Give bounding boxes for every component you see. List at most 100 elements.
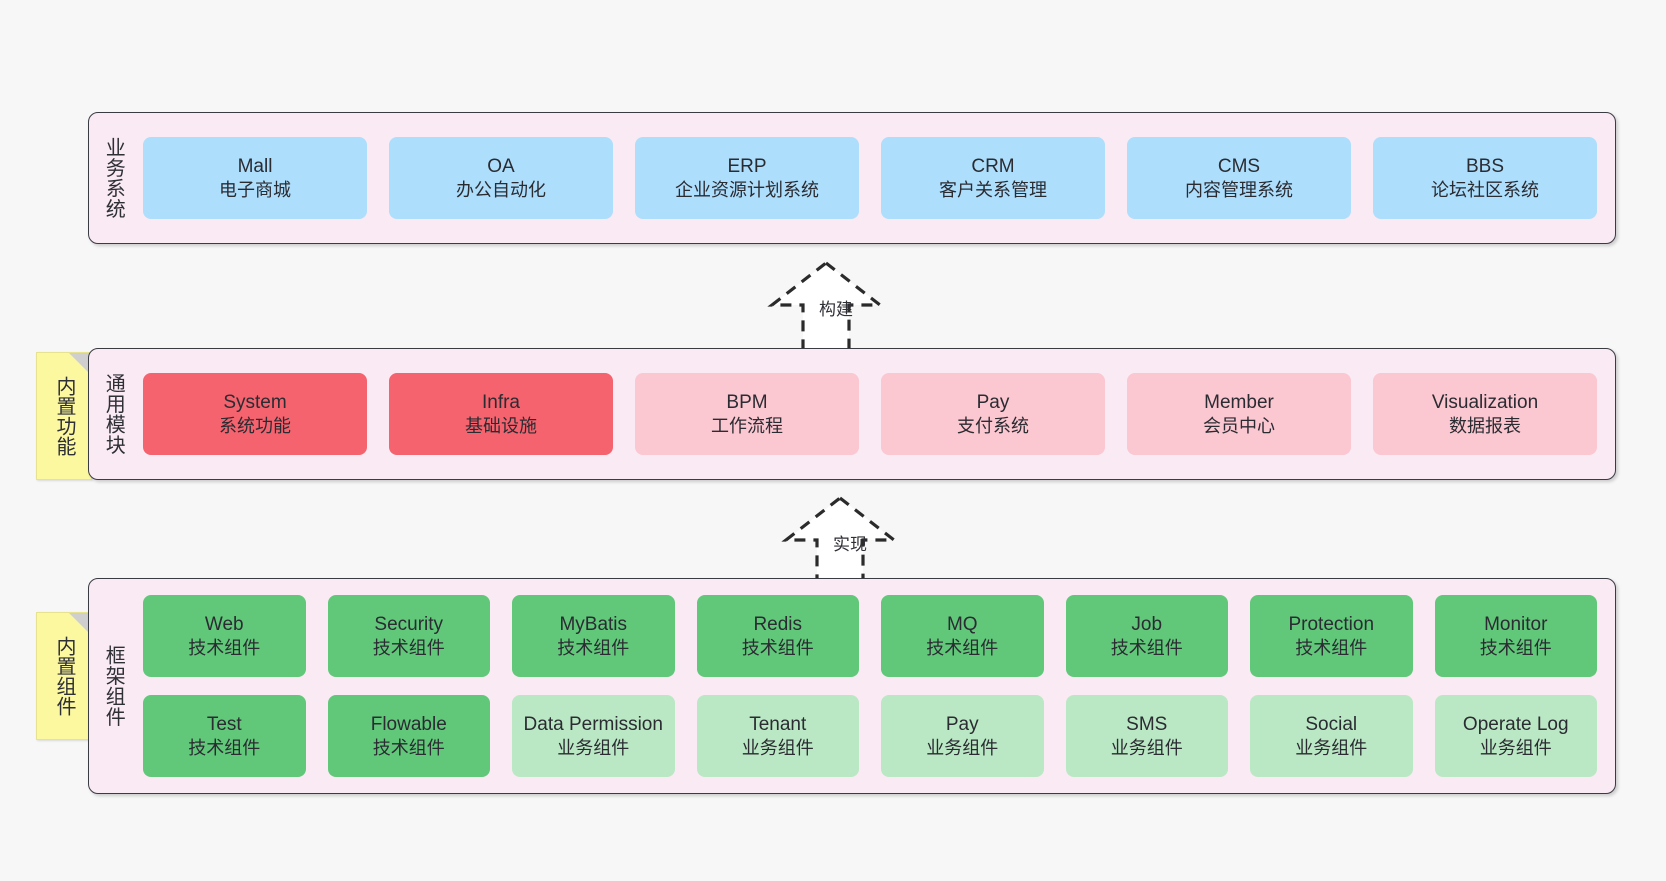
module-box-infra[interactable]: Infra 基础设施	[389, 373, 613, 455]
module-box-web[interactable]: Web 技术组件	[143, 595, 306, 677]
module-box-bpm[interactable]: BPM 工作流程	[635, 373, 859, 455]
section-body-business-systems: Mall 电子商城 OA 办公自动化 ERP 企业资源计划系统 CRM 客户关系…	[137, 113, 1615, 243]
module-box-monitor[interactable]: Monitor 技术组件	[1434, 595, 1597, 677]
module-subtitle: 业务组件	[1479, 737, 1552, 758]
module-subtitle: 业务组件	[1110, 737, 1183, 758]
module-row: Test 技术组件 Flowable 技术组件 Data Permission …	[143, 695, 1597, 777]
module-box-test[interactable]: Test 技术组件	[143, 695, 306, 777]
module-title: Operate Log	[1462, 714, 1569, 736]
module-title: System	[223, 392, 287, 414]
section-body-common-modules: System 系统功能 Infra 基础设施 BPM 工作流程 Pay 支付系统…	[137, 349, 1615, 479]
module-title: Social	[1305, 714, 1358, 736]
module-title: Tenant	[749, 714, 807, 736]
module-title: MQ	[946, 614, 978, 636]
module-title: SMS	[1126, 714, 1168, 736]
module-title: BBS	[1465, 156, 1505, 178]
sticky-note-builtin-components: 内置组件	[36, 612, 92, 740]
module-subtitle: 技术组件	[1110, 637, 1183, 658]
section-label-framework-components: 框架组件	[102, 645, 125, 727]
module-title: Test	[206, 714, 242, 736]
module-subtitle: 技术组件	[741, 637, 814, 658]
module-subtitle: 支付系统	[957, 415, 1029, 436]
module-title: Pay	[976, 392, 1010, 414]
section-common-modules: 通用模块 System 系统功能 Infra 基础设施 BPM 工作流程 Pay…	[88, 348, 1616, 480]
module-subtitle: 工作流程	[711, 415, 783, 436]
module-box-operate-log[interactable]: Operate Log 业务组件	[1434, 695, 1597, 777]
module-box-security[interactable]: Security 技术组件	[327, 595, 490, 677]
module-box-visualization[interactable]: Visualization 数据报表	[1373, 373, 1597, 455]
module-subtitle: 客户关系管理	[939, 179, 1047, 200]
module-title: Visualization	[1431, 392, 1539, 414]
module-box-mall[interactable]: Mall 电子商城	[143, 137, 367, 219]
module-box-mybatis[interactable]: MyBatis 技术组件	[512, 595, 675, 677]
folded-corner-icon	[69, 353, 91, 375]
module-box-data-permission[interactable]: Data Permission 业务组件	[512, 695, 675, 777]
connector-implement: 实现	[760, 490, 940, 590]
module-row: Web 技术组件 Security 技术组件 MyBatis 技术组件 Redi…	[143, 595, 1597, 677]
module-subtitle: 技术组件	[1479, 637, 1552, 658]
module-subtitle: 电子商城	[219, 179, 291, 200]
module-title: ERP	[727, 156, 767, 178]
module-subtitle: 基础设施	[465, 415, 537, 436]
module-box-pay-component[interactable]: Pay 业务组件	[881, 695, 1044, 777]
module-subtitle: 论坛社区系统	[1431, 179, 1539, 200]
module-box-crm[interactable]: CRM 客户关系管理	[881, 137, 1105, 219]
dashed-generalization-arrow-icon	[767, 260, 885, 352]
module-box-erp[interactable]: ERP 企业资源计划系统	[635, 137, 859, 219]
module-box-member[interactable]: Member 会员中心	[1127, 373, 1351, 455]
module-row: System 系统功能 Infra 基础设施 BPM 工作流程 Pay 支付系统…	[143, 373, 1597, 455]
module-subtitle: 业务组件	[926, 737, 999, 758]
section-label-business-systems: 业务系统	[102, 137, 125, 219]
module-box-flowable[interactable]: Flowable 技术组件	[327, 695, 490, 777]
module-subtitle: 技术组件	[557, 637, 630, 658]
module-subtitle: 办公自动化	[456, 179, 546, 200]
module-subtitle: 技术组件	[926, 637, 999, 658]
module-box-bbs[interactable]: BBS 论坛社区系统	[1373, 137, 1597, 219]
sticky-note-builtin-features: 内置功能	[36, 352, 92, 480]
module-box-system[interactable]: System 系统功能	[143, 373, 367, 455]
module-title: Flowable	[370, 714, 447, 736]
sticky-note-label: 内置功能	[53, 376, 75, 456]
module-box-job[interactable]: Job 技术组件	[1065, 595, 1228, 677]
sticky-note-label: 内置组件	[53, 636, 75, 716]
module-box-pay[interactable]: Pay 支付系统	[881, 373, 1105, 455]
section-framework-components: 框架组件 Web 技术组件 Security 技术组件 MyBatis 技术组件…	[88, 578, 1616, 794]
module-box-redis[interactable]: Redis 技术组件	[696, 595, 859, 677]
module-title: MyBatis	[559, 614, 628, 636]
section-business-systems: 业务系统 Mall 电子商城 OA 办公自动化 ERP 企业资源计划系统 CRM…	[88, 112, 1616, 244]
module-title: Data Permission	[523, 714, 663, 736]
module-box-tenant[interactable]: Tenant 业务组件	[696, 695, 859, 777]
module-subtitle: 技术组件	[188, 637, 261, 658]
module-box-protection[interactable]: Protection 技术组件	[1250, 595, 1413, 677]
module-title: Mall	[237, 156, 273, 178]
module-title: Protection	[1288, 614, 1375, 636]
module-subtitle: 技术组件	[188, 737, 261, 758]
module-title: Web	[204, 614, 244, 636]
module-box-sms[interactable]: SMS 业务组件	[1065, 695, 1228, 777]
folded-corner-icon	[69, 613, 91, 635]
module-title: Redis	[753, 614, 803, 636]
connector-build: 构建	[746, 255, 926, 355]
module-box-cms[interactable]: CMS 内容管理系统	[1127, 137, 1351, 219]
module-title: Infra	[481, 392, 521, 414]
module-title: Security	[374, 614, 444, 636]
module-title: Job	[1131, 614, 1163, 636]
module-subtitle: 业务组件	[557, 737, 630, 758]
module-subtitle: 业务组件	[1295, 737, 1368, 758]
module-subtitle: 技术组件	[372, 737, 445, 758]
module-title: Member	[1204, 392, 1274, 414]
module-box-oa[interactable]: OA 办公自动化	[389, 137, 613, 219]
module-subtitle: 企业资源计划系统	[675, 179, 819, 200]
module-box-social[interactable]: Social 业务组件	[1250, 695, 1413, 777]
module-row: Mall 电子商城 OA 办公自动化 ERP 企业资源计划系统 CRM 客户关系…	[143, 137, 1597, 219]
module-title: CMS	[1217, 156, 1261, 178]
dashed-generalization-arrow-icon	[781, 495, 899, 587]
module-title: Monitor	[1484, 614, 1548, 636]
section-body-framework-components: Web 技术组件 Security 技术组件 MyBatis 技术组件 Redi…	[137, 579, 1615, 793]
module-subtitle: 内容管理系统	[1185, 179, 1293, 200]
module-subtitle: 技术组件	[1295, 637, 1368, 658]
module-subtitle: 系统功能	[219, 415, 291, 436]
module-box-mq[interactable]: MQ 技术组件	[881, 595, 1044, 677]
module-title: Pay	[945, 714, 979, 736]
